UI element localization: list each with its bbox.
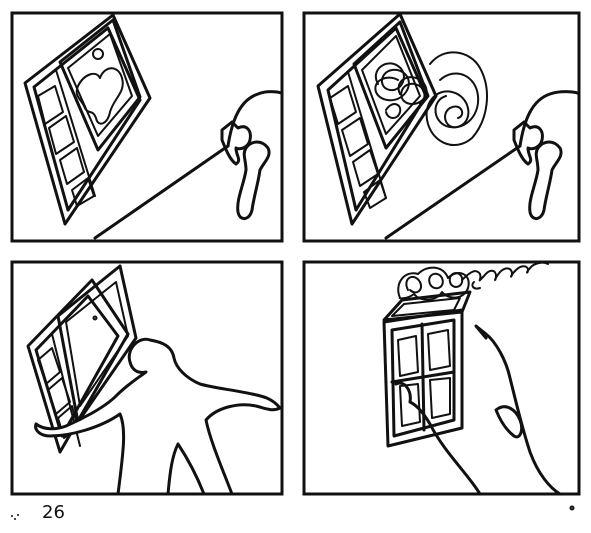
- bed: [384, 90, 581, 240]
- bed: [93, 90, 284, 240]
- scribble-cloud: [397, 261, 549, 301]
- sleeper: [512, 120, 563, 220]
- panel-1: [10, 11, 284, 243]
- silhouette-figure: [34, 337, 282, 496]
- panel-4: [302, 260, 581, 511]
- window-frame: [23, 13, 152, 226]
- sleeper: [220, 120, 271, 220]
- stray-marks: [11, 514, 19, 520]
- scribble-cloud: [374, 51, 488, 147]
- panel-2: [302, 11, 581, 243]
- panel-3: [10, 260, 284, 496]
- page-number: 26: [42, 502, 65, 523]
- shadow-tendril: [394, 324, 562, 496]
